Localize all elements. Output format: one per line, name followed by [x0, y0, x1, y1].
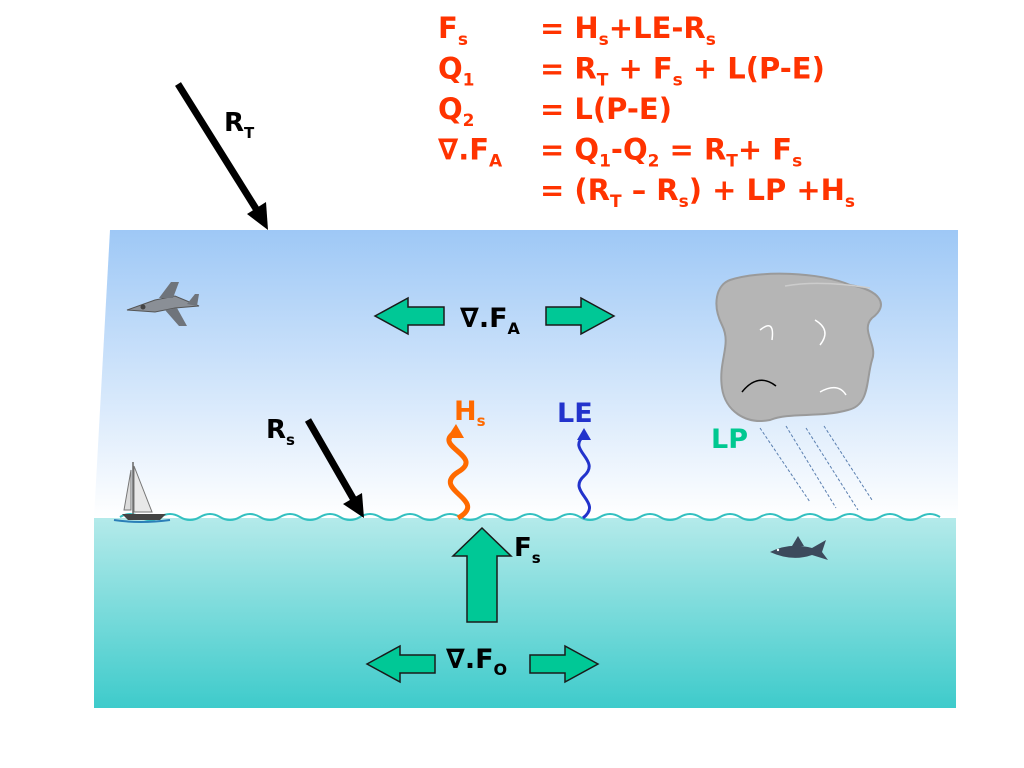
rain-lines — [759, 425, 873, 511]
fs-up-arrow — [451, 526, 513, 623]
equation-rhs: = (RT – Rs) + LP +Hs — [540, 173, 855, 212]
equation-rhs: = Q1-Q2 = RT+ Fs — [540, 133, 802, 172]
hs-label: Hs — [454, 396, 486, 430]
div-fo-right-arrow — [529, 644, 600, 684]
rs-label: Rs — [266, 415, 295, 449]
div-fo-left-arrow — [365, 644, 436, 684]
rt-arrow — [175, 82, 268, 230]
le-label: LE — [557, 398, 593, 429]
shark-icon — [770, 536, 828, 560]
equation-rhs: = Hs+LE-Rs — [540, 11, 716, 50]
sea-surface-wave — [119, 513, 941, 521]
equation-lhs: Q2 — [438, 92, 475, 131]
le-squiggle-arrow — [577, 428, 591, 520]
equation-rhs: = RT + Fs + L(P-E) — [540, 52, 825, 91]
fs-label: Fs — [514, 533, 541, 567]
equation-lhs: Q1 — [438, 52, 475, 91]
div-fa-right-arrow — [545, 296, 616, 336]
hs-squiggle-arrow — [446, 424, 471, 521]
equation-lhs: Fs — [438, 11, 468, 50]
equation-rhs: = L(P-E) — [540, 92, 672, 126]
div-fo-label: ∇.FO — [446, 644, 507, 679]
sailboat-icon — [113, 462, 171, 523]
div-fa-left-arrow — [373, 296, 445, 336]
equation-lhs: ∇.FA — [438, 133, 503, 172]
rs-arrow — [304, 418, 364, 518]
cloud-icon — [715, 272, 882, 422]
lp-label: LP — [711, 424, 748, 455]
div-fa-label: ∇.FA — [460, 303, 521, 338]
rt-label: RT — [224, 108, 255, 142]
jet-icon — [126, 282, 200, 326]
